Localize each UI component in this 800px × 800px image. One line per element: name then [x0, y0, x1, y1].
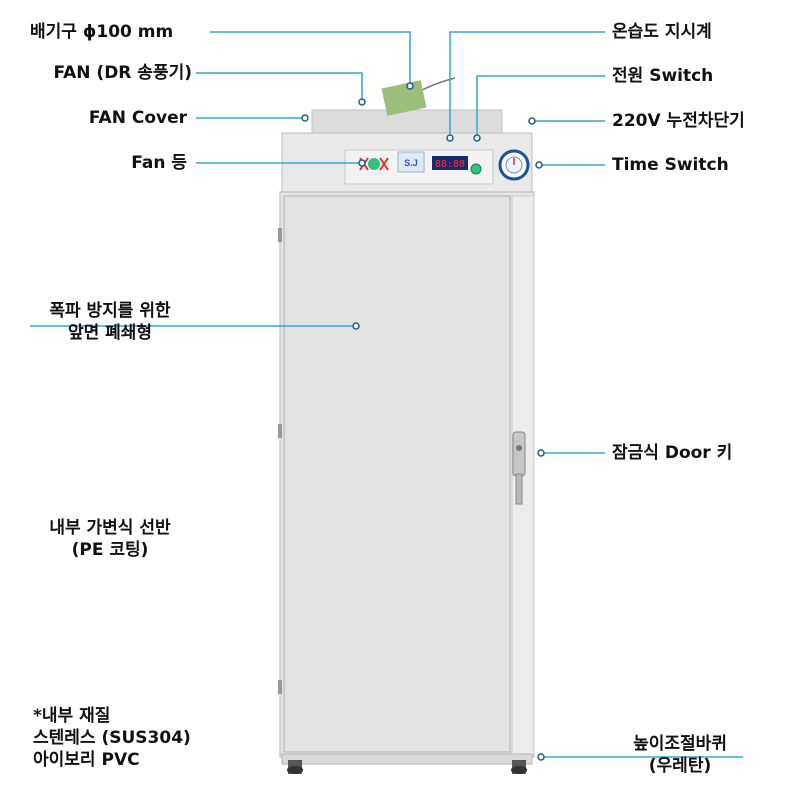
- door-handle-icon[interactable]: [512, 431, 526, 505]
- timer-dial-icon[interactable]: [498, 149, 530, 181]
- label-inner-shelf-line1: 내부 가변식 선반: [49, 518, 171, 538]
- caster-wheel-icon: [287, 760, 527, 774]
- label-front-sealed: 폭파 방지를 위한 앞면 폐쇄형: [30, 300, 190, 344]
- label-thermo-hygrometer: 온습도 지시계: [612, 22, 712, 42]
- cabinet-door[interactable]: [283, 195, 511, 753]
- label-breaker: 220V 누전차단기: [612, 111, 745, 131]
- label-caster-line2: (우레탄): [648, 756, 712, 776]
- label-exhaust: 배기구 ϕ100 mm: [30, 22, 174, 42]
- label-door-lock: 잠금식 Door 키: [612, 443, 733, 463]
- label-material-line1: *내부 재질: [33, 706, 111, 726]
- label-fan: FAN (DR 송풍기): [53, 63, 192, 83]
- label-material-line3: 아이보리 PVC: [33, 750, 140, 770]
- cabinet-base: [281, 753, 533, 765]
- label-front-sealed-line2: 앞면 폐쇄형: [67, 323, 153, 343]
- callout-dots: [301, 82, 545, 761]
- door-hinge-mid: [278, 424, 282, 438]
- power-switch-button[interactable]: [470, 163, 482, 175]
- label-inner-shelf-line2: (PE 코팅): [71, 540, 149, 560]
- label-fan-cover: FAN Cover: [88, 108, 187, 128]
- label-caster: 높이조절바퀴 (우레탄): [610, 733, 750, 777]
- door-hinge-bottom: [278, 680, 282, 694]
- callout-lines: [30, 31, 743, 758]
- label-time-switch: Time Switch: [612, 155, 729, 175]
- label-front-sealed-line1: 폭파 방지를 위한: [49, 301, 171, 321]
- display-digits: 88:88: [435, 159, 465, 170]
- brand-logo: [397, 151, 425, 173]
- label-material: *내부 재질 스텐레스 (SUS304) 아이보리 PVC: [33, 705, 191, 771]
- label-fan-lamp: Fan 등: [131, 153, 187, 173]
- door-hinge-top: [278, 228, 282, 242]
- brand-logo-text: S.J: [404, 158, 418, 168]
- label-power-switch: 전원 Switch: [612, 66, 714, 86]
- label-inner-shelf: 내부 가변식 선반 (PE 코팅): [30, 517, 190, 561]
- fan-tag-icon: [381, 80, 427, 116]
- label-caster-line1: 높이조절바퀴: [633, 734, 727, 754]
- label-material-line2: 스텐레스 (SUS304): [33, 728, 191, 748]
- thermo-hygrometer-display: [432, 156, 468, 170]
